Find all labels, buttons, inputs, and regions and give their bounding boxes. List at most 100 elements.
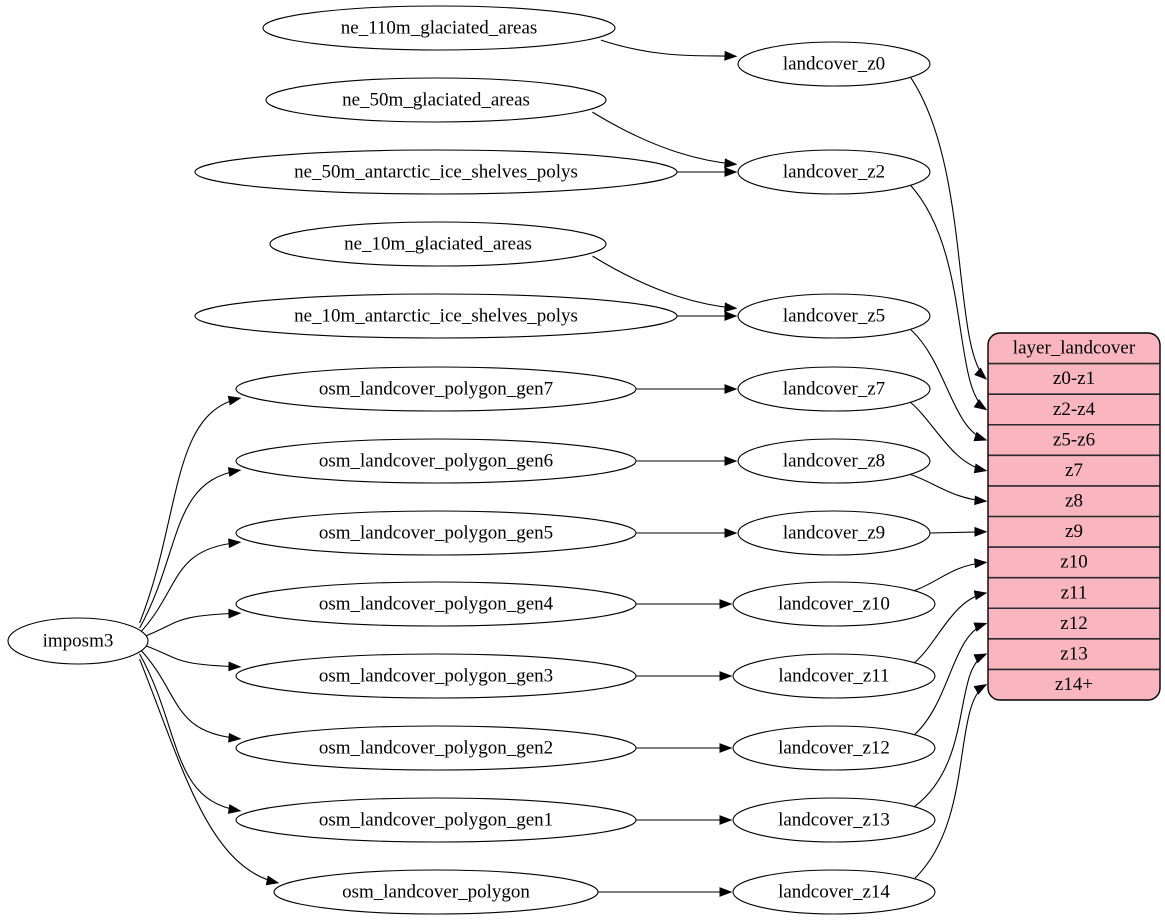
node-label: ne_110m_glaciated_areas [341,17,538,38]
source-node-osm_landcover_polygon_gen2[interactable]: osm_landcover_polygon_gen2 [235,725,637,771]
node-label: landcover_z13 [778,809,890,830]
table-row-label: z5-z6 [1053,429,1095,450]
edge-imposm3-to-osm_landcover_polygon_gen2 [139,648,242,743]
edge-landcover_z13-to-layer_landcover-z13 [914,653,988,807]
edge-osm_landcover_polygon_gen5-to-landcover_z9 [636,528,738,538]
node-label: imposm3 [43,630,114,651]
landcover-node-landcover_z0[interactable]: landcover_z0 [737,41,931,87]
source-node-osm_landcover_polygon[interactable]: osm_landcover_polygon [273,869,599,915]
landcover-node-landcover_z12[interactable]: landcover_z12 [732,725,936,771]
table-row[interactable]: z5-z6 [988,423,1160,456]
table-rows-group: layer_landcover z0-z1 z2-z4 z5-z6 z7 z8 z9 z10 z… [988,333,1160,700]
table-row[interactable]: z7 [988,454,1160,486]
table-row[interactable]: z9 [988,515,1160,548]
edge-landcover_z8-to-layer_landcover-z8 [910,474,988,506]
nodes-layer: ne_110m_glaciated_areas ne_50m_glaciated_… [7,5,936,915]
node-label: osm_landcover_polygon_gen5 [319,522,553,543]
landcover-node-landcover_z2[interactable]: landcover_z2 [737,149,931,195]
edge-imposm3-to-osm_landcover_polygon_gen5 [139,538,242,634]
edge-osm_landcover_polygon_gen4-to-landcover_z10 [636,599,733,609]
node-label: landcover_z10 [778,593,890,614]
table-row[interactable]: z11 [988,576,1160,609]
source-node-ne_50m_glaciated_areas[interactable]: ne_50m_glaciated_areas [265,77,607,123]
node-label: landcover_z14 [778,881,890,902]
node-label: osm_landcover_polygon_gen6 [319,450,553,471]
table-row[interactable]: z12 [988,607,1160,639]
edge-ne_110m_glaciated_areas-to-landcover_z0 [600,39,738,61]
edge-landcover_z5-to-layer_landcover-z5-z6 [910,329,988,442]
edge-osm_landcover_polygon_gen7-to-landcover_z7 [636,384,738,394]
edge-ne_10m_antarctic_ice_shelves_polys-to-landcover_z5 [677,311,738,321]
source-node-osm_landcover_polygon_gen4[interactable]: osm_landcover_polygon_gen4 [235,581,637,627]
table-row-label: z9 [1065,521,1083,542]
node-label: landcover_z12 [778,737,890,758]
edge-imposm3-to-osm_landcover_polygon_gen1 [139,653,242,814]
source-node-osm_landcover_polygon_gen1[interactable]: osm_landcover_polygon_gen1 [235,797,637,843]
source-node-ne_110m_glaciated_areas[interactable]: ne_110m_glaciated_areas [262,5,616,51]
source-node-osm_landcover_polygon_gen3[interactable]: osm_landcover_polygon_gen3 [235,653,637,699]
node-label: ne_10m_antarctic_ice_shelves_polys [294,305,578,326]
node-label: ne_50m_glaciated_areas [342,89,530,110]
landcover-node-landcover_z10[interactable]: landcover_z10 [732,581,936,627]
source-node-ne_10m_glaciated_areas[interactable]: ne_10m_glaciated_areas [269,221,607,267]
edge-imposm3-to-osm_landcover_polygon_gen7 [139,395,242,624]
edge-landcover_z0-to-layer_landcover-z0-z1 [910,77,988,380]
table-row[interactable]: z13 [988,638,1160,670]
table-row-label: z12 [1060,613,1087,634]
landcover-node-landcover_z5[interactable]: landcover_z5 [737,293,931,339]
landcover-node-landcover_z7[interactable]: landcover_z7 [737,366,931,412]
table-row[interactable]: z10 [988,546,1160,578]
node-label: osm_landcover_polygon_gen3 [319,665,553,686]
node-label: osm_landcover_polygon_gen2 [319,737,553,758]
layer-landcover-table: layer_landcover z0-z1 z2-z4 z5-z6 z7 z8 z9 z10 z… [987,332,1161,701]
edge-landcover_z10-to-layer_landcover-z10 [914,558,988,591]
table-row[interactable]: z2-z4 [988,393,1160,425]
edge-ne_50m_antarctic_ice_shelves_polys-to-landcover_z2 [677,167,738,177]
table-row[interactable]: z14+ [988,668,1160,700]
node-label: landcover_z5 [783,305,885,326]
edge-imposm3-to-osm_landcover_polygon [139,658,280,886]
landcover-node-landcover_z9[interactable]: landcover_z9 [737,510,931,556]
table-outline [987,332,1161,701]
node-label: landcover_z11 [778,665,889,686]
node-label: landcover_z2 [783,161,885,182]
node-label: ne_10m_glaciated_areas [344,233,532,254]
edge-ne_50m_glaciated_areas-to-landcover_z2 [592,111,738,169]
edge-landcover_z12-to-layer_landcover-z12 [914,622,988,735]
node-label: osm_landcover_polygon_gen4 [319,593,554,614]
node-label: landcover_z9 [783,522,885,543]
table-row-label: z14+ [1055,674,1093,695]
source-node-osm_landcover_polygon_gen5[interactable]: osm_landcover_polygon_gen5 [235,510,637,556]
source-node-osm_landcover_polygon_gen7[interactable]: osm_landcover_polygon_gen7 [235,366,637,412]
source-node-ne_50m_antarctic_ice_shelves_polys[interactable]: ne_50m_antarctic_ice_shelves_polys [194,149,678,195]
landcover-node-landcover_z13[interactable]: landcover_z13 [732,797,936,843]
edge-imposm3-to-osm_landcover_polygon_gen4 [139,608,242,639]
edge-landcover_z9-to-layer_landcover-z9 [929,526,988,537]
source-node-ne_10m_antarctic_ice_shelves_polys[interactable]: ne_10m_antarctic_ice_shelves_polys [194,293,678,339]
table-row[interactable]: z0-z1 [988,362,1160,395]
edge-osm_landcover_polygon_gen6-to-landcover_z8 [636,456,738,466]
root-node-imposm3[interactable]: imposm3 [7,617,149,665]
edge-landcover_z14-to-layer_landcover-z14- [914,684,988,879]
node-label: landcover_z0 [783,53,885,74]
table-row-label: z10 [1060,552,1087,573]
landcover-node-landcover_z8[interactable]: landcover_z8 [737,438,931,484]
landcover-node-landcover_z14[interactable]: landcover_z14 [732,869,936,915]
landcover-node-landcover_z11[interactable]: landcover_z11 [732,653,936,699]
node-label: landcover_z8 [783,450,885,471]
node-label: ne_50m_antarctic_ice_shelves_polys [294,161,578,182]
node-label: osm_landcover_polygon_gen7 [319,378,553,399]
table-header-label: layer_landcover [1013,338,1136,359]
source-node-osm_landcover_polygon_gen6[interactable]: osm_landcover_polygon_gen6 [235,438,637,484]
edge-landcover_z11-to-layer_landcover-z11 [914,590,988,663]
table-row-label: z8 [1065,491,1083,512]
table-row-label: z0-z1 [1053,368,1095,389]
edges-layer [139,39,988,897]
edge-ne_10m_glaciated_areas-to-landcover_z5 [592,255,738,313]
node-label: osm_landcover_polygon_gen1 [319,809,553,830]
edge-osm_landcover_polygon_gen2-to-landcover_z12 [636,743,733,753]
table-row-label: z11 [1061,582,1088,603]
table-row[interactable]: z8 [988,485,1160,517]
edge-imposm3-to-osm_landcover_polygon_gen3 [139,642,242,672]
